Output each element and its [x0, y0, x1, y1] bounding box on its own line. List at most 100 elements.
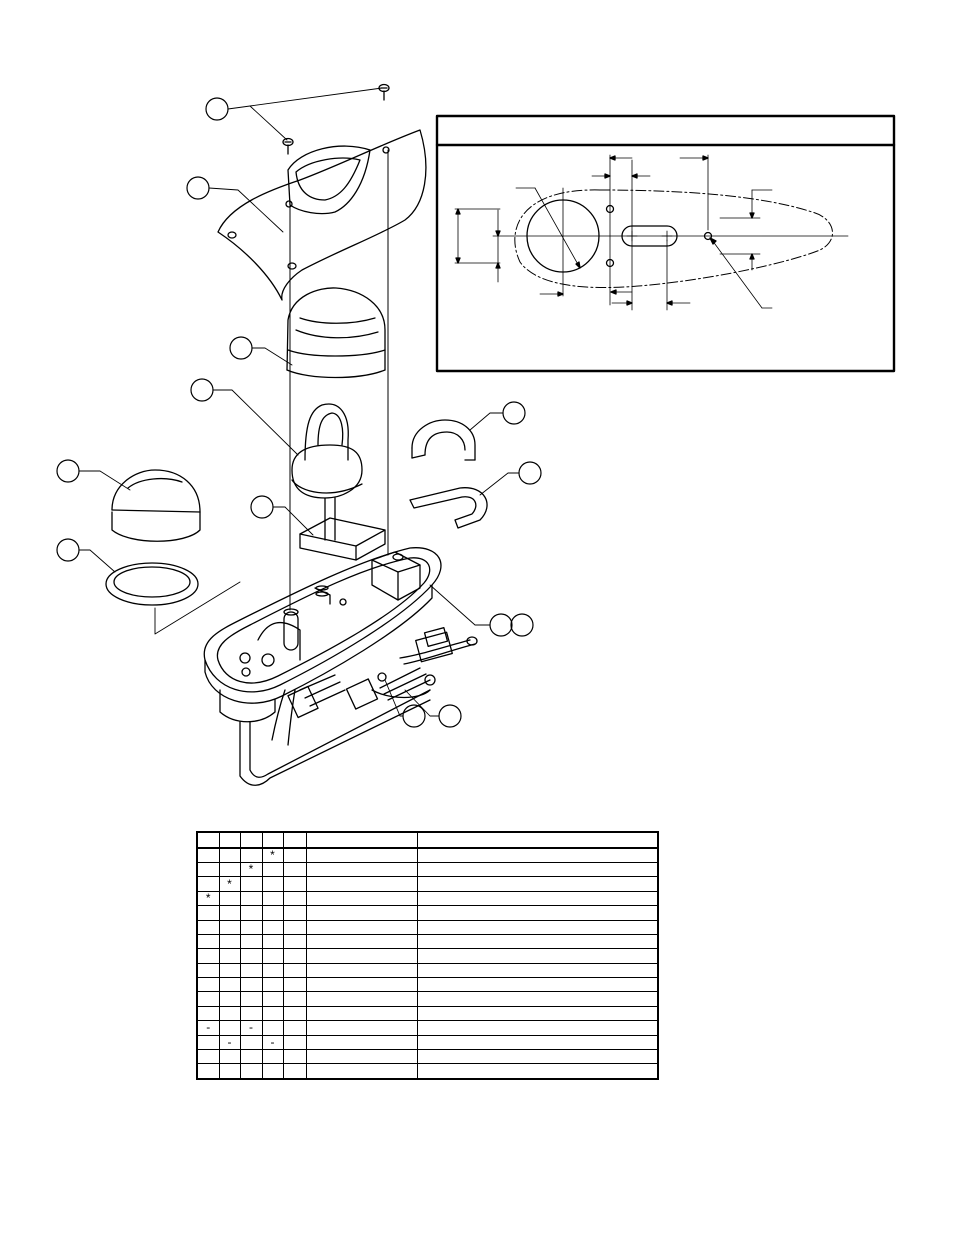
- part-number-cell: [305, 948, 418, 964]
- mark-cell: [218, 861, 241, 878]
- mark-cell: [239, 890, 263, 907]
- mark-cell: [239, 919, 263, 935]
- part-number-cell: [305, 847, 418, 863]
- mark-cell: *: [261, 847, 284, 863]
- mark-cell: [261, 876, 284, 892]
- mark-cell: [282, 1005, 307, 1022]
- mark-cell: [196, 1049, 220, 1065]
- table-row: [196, 919, 659, 935]
- description-cell: [416, 876, 659, 892]
- mark-cell: [261, 948, 284, 964]
- mark-cell: [218, 890, 241, 907]
- part-number-cell: [305, 919, 418, 935]
- callout-balloon: [229, 336, 253, 360]
- header-cell: [282, 831, 307, 849]
- mark-cell: [282, 847, 307, 863]
- callout-balloon: [489, 613, 513, 637]
- table-row: *: [196, 847, 659, 863]
- description-cell: [416, 962, 659, 979]
- mark-cell: [282, 962, 307, 979]
- mark-cell: [239, 876, 263, 892]
- description-cell: [416, 948, 659, 964]
- large-hole: [526, 199, 600, 273]
- mark-cell: [261, 905, 284, 921]
- description-cell: [416, 1049, 659, 1065]
- mark-cell: [196, 991, 220, 1007]
- callout-balloon: [205, 97, 229, 121]
- table-row: --: [196, 1020, 659, 1036]
- table-row: [196, 991, 659, 1007]
- mark-cell: [196, 1063, 220, 1080]
- description-cell: [416, 991, 659, 1007]
- mark-cell: [261, 991, 284, 1007]
- table-row: [196, 977, 659, 993]
- exploded-view: [56, 83, 542, 786]
- mark-cell: [239, 991, 263, 1007]
- callout-balloon: [190, 378, 214, 402]
- callout-balloons: [56, 97, 542, 728]
- mark-cell: [196, 919, 220, 935]
- part-number-cell: [305, 1020, 418, 1036]
- mark-cell: [282, 919, 307, 935]
- parts-table-header-row: [196, 831, 659, 849]
- part-number-cell: [305, 890, 418, 907]
- mark-cell: [218, 919, 241, 935]
- mark-cell: [196, 1034, 220, 1051]
- mark-cell: [218, 905, 241, 921]
- part-number-cell: [305, 933, 418, 950]
- header-cell: [239, 831, 263, 849]
- part-number-cell: [305, 977, 418, 993]
- callout-balloon: [438, 704, 462, 728]
- parts-table: ****----: [196, 831, 659, 1080]
- mark-cell: [218, 1049, 241, 1065]
- mark-cell: *: [239, 861, 263, 878]
- mark-cell: [196, 847, 220, 863]
- callout-balloon: [186, 176, 210, 200]
- mark-cell: [218, 847, 241, 863]
- mark-cell: [261, 890, 284, 907]
- part-number-cell: [305, 962, 418, 979]
- description-cell: [416, 933, 659, 950]
- mark-cell: [282, 1020, 307, 1036]
- table-row: [196, 905, 659, 921]
- header-cell: [218, 831, 241, 849]
- table-row: [196, 948, 659, 964]
- mark-cell: [239, 977, 263, 993]
- table-row: --: [196, 1034, 659, 1051]
- part-number-cell: [305, 1005, 418, 1022]
- mark-cell: [239, 1005, 263, 1022]
- mark-cell: [239, 847, 263, 863]
- description-cell: [416, 890, 659, 907]
- gasket-block: [299, 517, 386, 561]
- mark-cell: [196, 933, 220, 950]
- header-cell: [305, 831, 418, 849]
- callout-balloon: [56, 538, 80, 562]
- mounting-template-panel: [435, 114, 896, 373]
- mark-cell: [239, 1049, 263, 1065]
- mark-cell: [261, 933, 284, 950]
- mark-cell: [239, 948, 263, 964]
- mark-cell: [196, 1005, 220, 1022]
- mark-cell: [196, 861, 220, 878]
- mark-cell: [239, 1063, 263, 1080]
- mark-cell: [196, 977, 220, 993]
- screw-top-left: [282, 137, 294, 155]
- mark-cell: [218, 991, 241, 1007]
- mark-cell: [218, 948, 241, 964]
- mark-cell: [218, 1063, 241, 1080]
- mark-cell: [218, 1005, 241, 1022]
- callout-balloon: [250, 495, 274, 519]
- description-cell: [416, 847, 659, 863]
- callout-balloon: [56, 459, 80, 483]
- mark-cell: [282, 948, 307, 964]
- mount-hole-right: [703, 231, 713, 241]
- mark-cell: [282, 1034, 307, 1051]
- description-cell: [416, 977, 659, 993]
- slot: [621, 225, 678, 247]
- table-row: *: [196, 890, 659, 907]
- part-number-cell: [305, 861, 418, 878]
- mark-cell: [261, 1049, 284, 1065]
- part-number-cell: [305, 905, 418, 921]
- mark-cell: [261, 962, 284, 979]
- mark-cell: [261, 861, 284, 878]
